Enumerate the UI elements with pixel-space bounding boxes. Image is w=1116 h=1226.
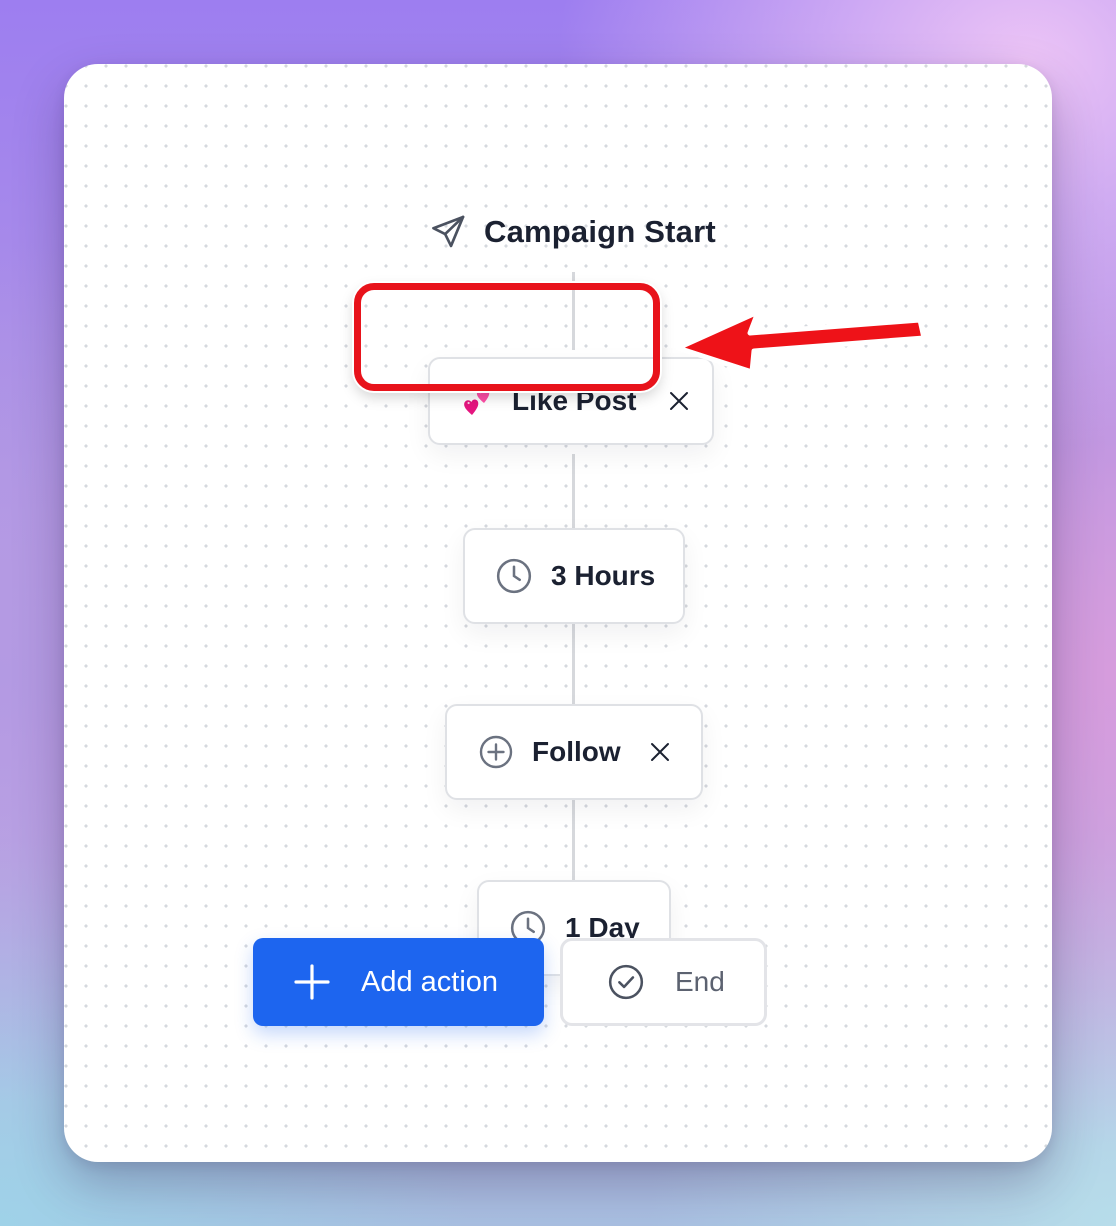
workflow-canvas: Campaign Start Like Post 3 H	[64, 64, 1052, 1162]
end-label: End	[675, 966, 725, 997]
send-icon	[428, 212, 468, 252]
campaign-start-label: Campaign Start	[484, 214, 716, 249]
plus-circle-icon	[478, 734, 514, 770]
connector-line	[572, 798, 575, 882]
end-button[interactable]: End	[560, 938, 767, 1026]
close-icon[interactable]	[666, 388, 692, 414]
step-wait-3-hours[interactable]: 3 Hours	[463, 528, 685, 624]
step-label: Follow	[532, 736, 621, 767]
connector-line	[572, 622, 575, 706]
campaign-start: Campaign Start	[428, 210, 716, 254]
close-icon[interactable]	[647, 739, 673, 765]
clock-icon	[495, 557, 533, 595]
add-action-label: Add action	[361, 965, 499, 998]
annotation-arrow	[675, 309, 927, 375]
add-action-button[interactable]: Add action	[253, 938, 544, 1026]
step-follow[interactable]: Follow	[445, 704, 703, 800]
check-circle-icon	[607, 963, 645, 1001]
step-label: 1 Day	[565, 912, 640, 943]
connector-line	[572, 454, 575, 530]
plus-icon	[293, 963, 331, 1001]
highlight-frame	[354, 283, 660, 391]
step-label: 3 Hours	[551, 560, 656, 591]
connector-line	[572, 272, 575, 350]
two-hearts-icon	[462, 384, 496, 418]
